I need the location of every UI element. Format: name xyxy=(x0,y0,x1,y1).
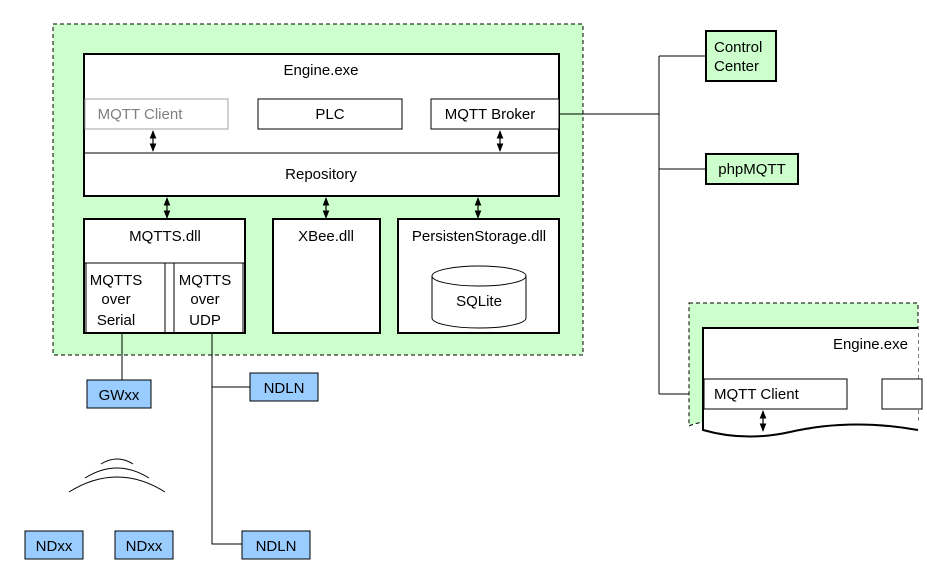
ndln-node-1-label: NDLN xyxy=(264,380,305,397)
phpmqtt-box xyxy=(705,153,799,185)
xbee-dll-title: XBee.dll xyxy=(298,228,354,245)
ndxx-node-2-label: NDxx xyxy=(126,538,163,555)
xbee-dll-box xyxy=(272,218,381,334)
engine-title: Engine.exe xyxy=(283,62,358,79)
ndln-node-1 xyxy=(249,372,319,402)
mqtts-udp-line3: UDP xyxy=(189,312,221,329)
plc-label: PLC xyxy=(315,106,344,123)
gateway-label: GWxx xyxy=(99,387,140,404)
remote-engine-title: Engine.exe xyxy=(833,336,908,353)
engine-mqtt-client-label: MQTT Client xyxy=(98,106,184,123)
phpmqtt-label: phpMQTT xyxy=(718,161,786,178)
gateway-node xyxy=(86,379,152,409)
ndxx-node-1-label: NDxx xyxy=(36,538,73,555)
remote-component-box xyxy=(881,378,923,410)
ndxx-node-1 xyxy=(24,530,84,560)
mqtts-serial-line2: over xyxy=(101,291,130,308)
mqtts-udp-line2: over xyxy=(190,291,219,308)
mqtt-broker-label: MQTT Broker xyxy=(445,106,536,123)
control-center-line1: Control xyxy=(714,39,762,56)
sqlite-database-icon xyxy=(431,265,527,329)
ndln-node-2 xyxy=(241,530,311,560)
udp-link-line xyxy=(211,333,242,545)
ndln-node-2-label: NDLN xyxy=(256,538,297,555)
ndxx-node-2 xyxy=(114,530,174,560)
mqtts-serial-line3: Serial xyxy=(97,312,135,329)
remote-mqtt-client-box xyxy=(703,378,848,410)
sqlite-label: SQLite xyxy=(456,293,502,310)
wireless-signal-icon xyxy=(68,458,166,493)
storage-dll-title: PersistenStorage.dll xyxy=(412,228,546,245)
control-center-box xyxy=(705,30,777,82)
control-center-line2: Center xyxy=(714,58,759,75)
mqtts-serial-line1: MQTTS xyxy=(90,272,143,289)
repository-label: Repository xyxy=(285,166,357,183)
mqtts-dll-title: MQTTS.dll xyxy=(129,228,201,245)
remote-mqtt-client-label: MQTT Client xyxy=(714,386,800,403)
engine-mqtt-client-box xyxy=(84,98,229,130)
mqtts-udp-line1: MQTTS xyxy=(179,272,232,289)
plc-box xyxy=(257,98,403,130)
